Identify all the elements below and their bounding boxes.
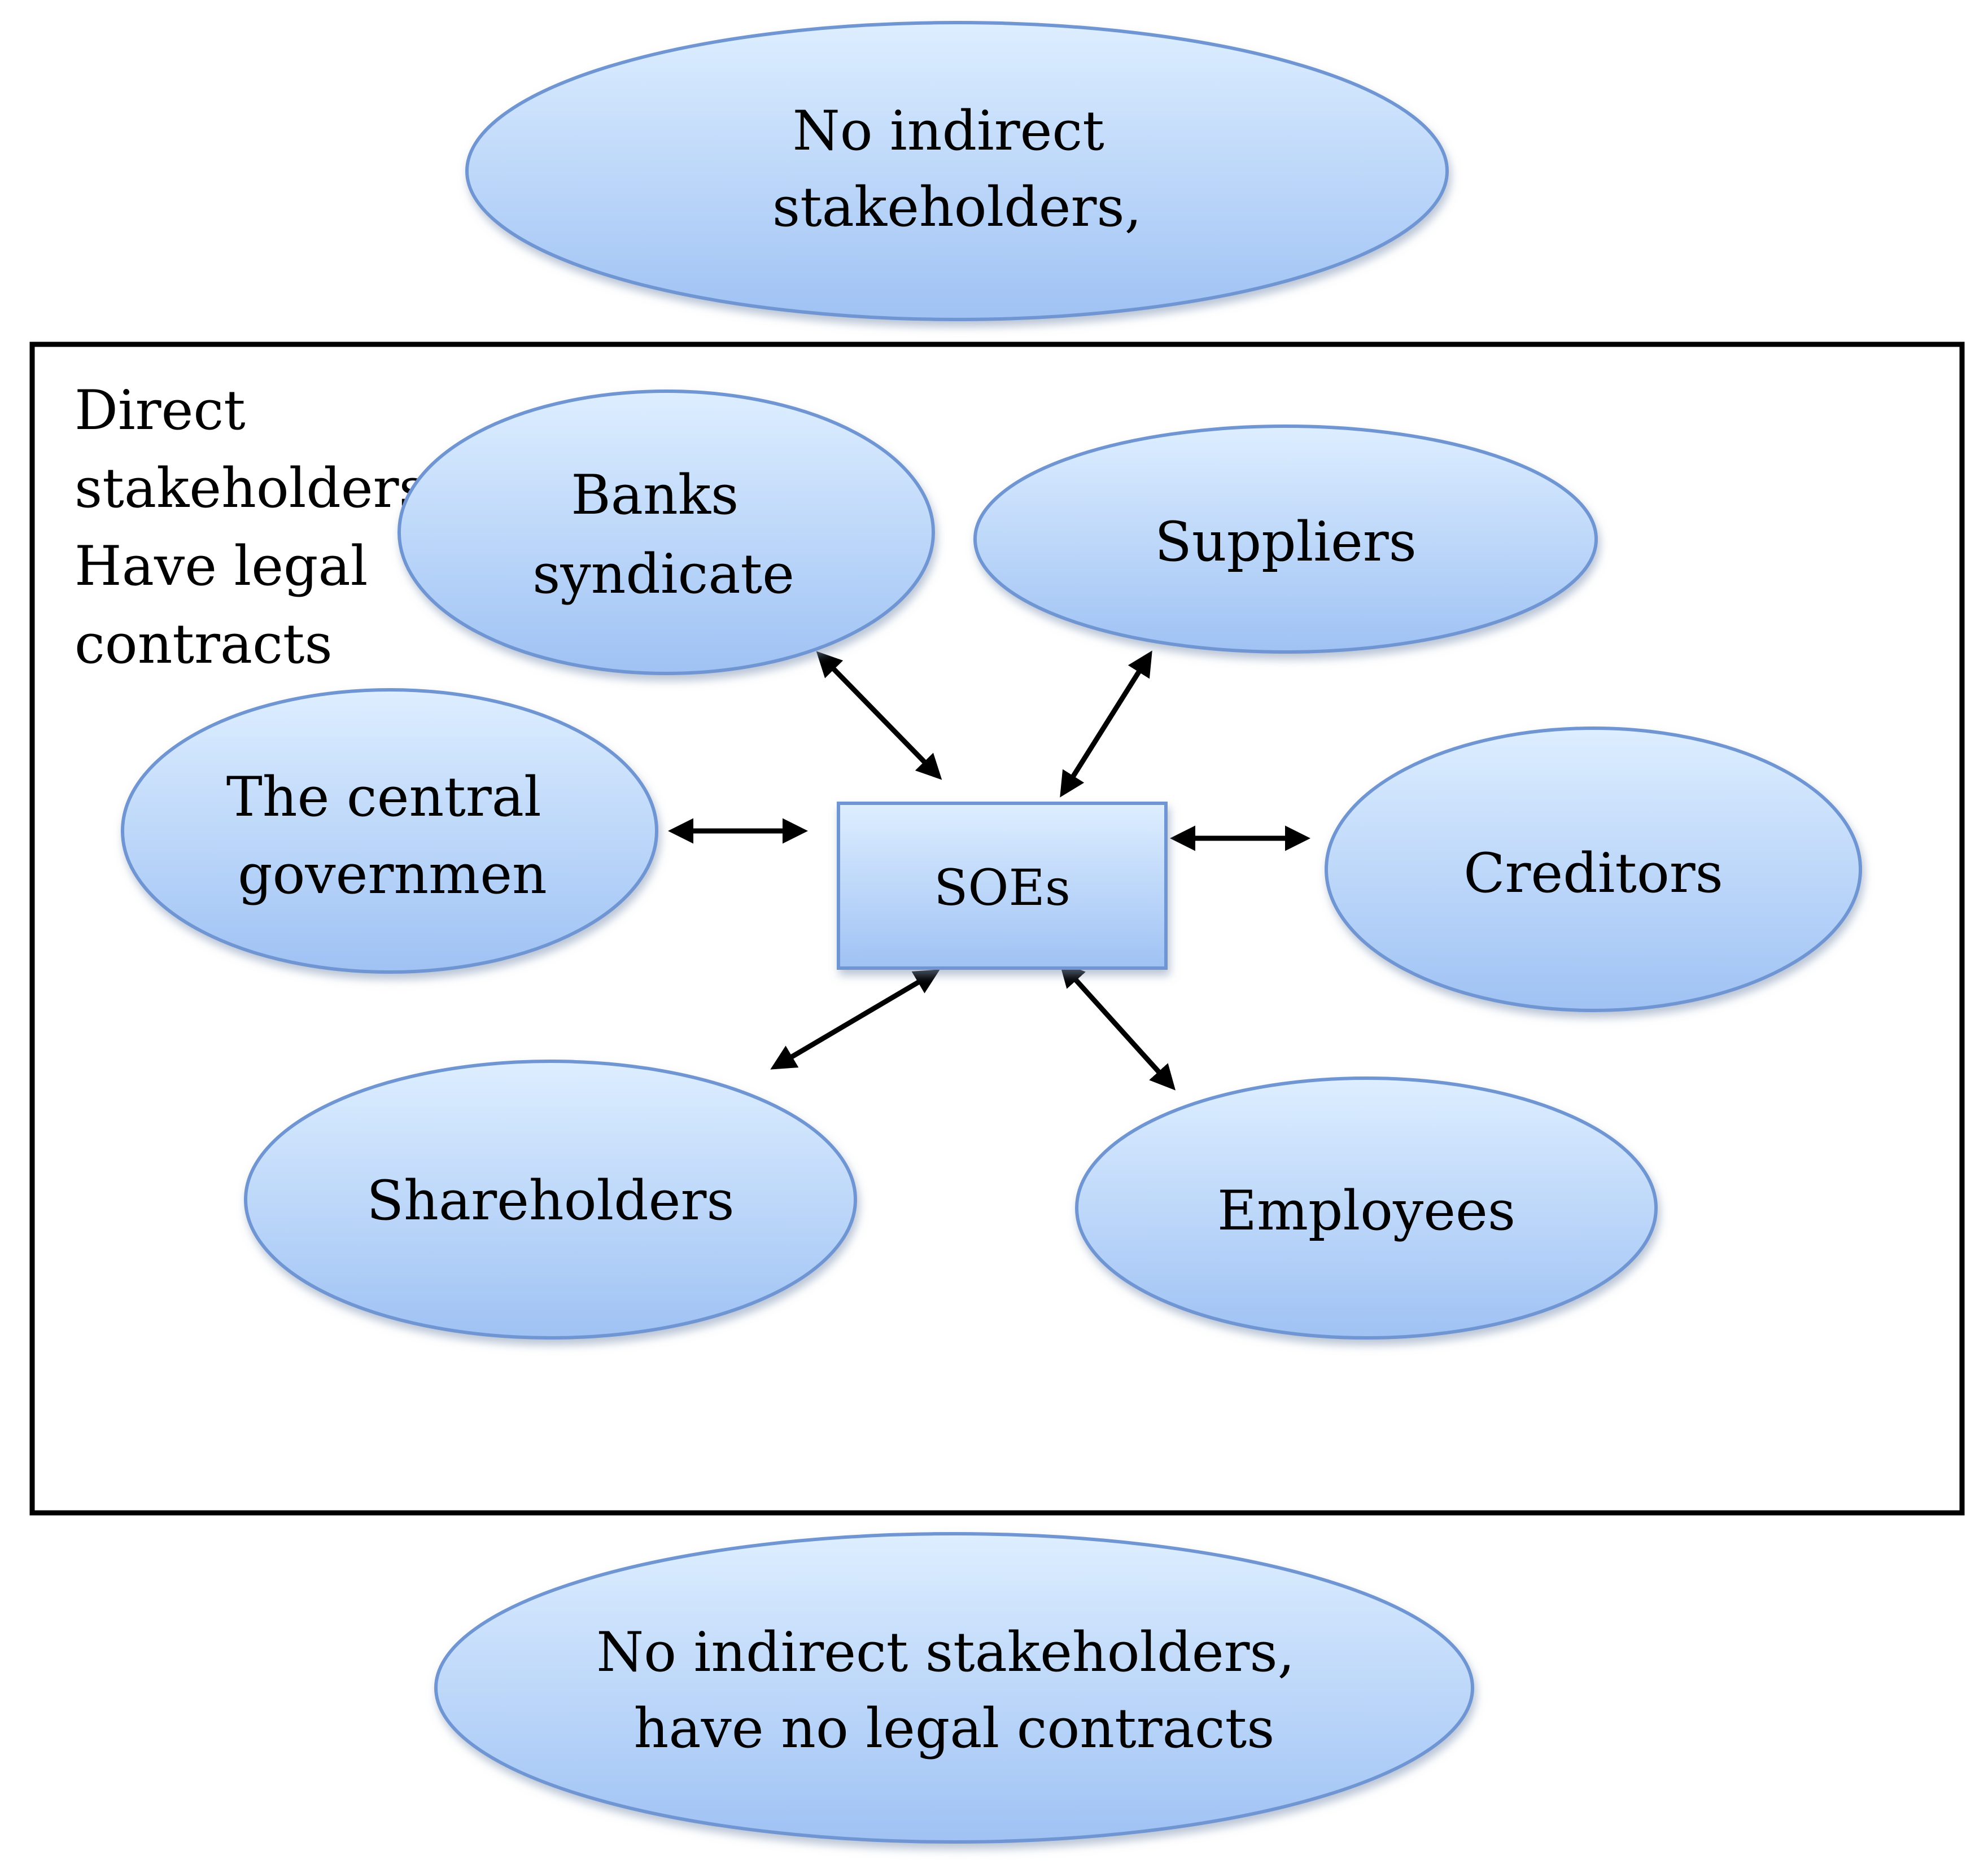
- svg-text:Creditors: Creditors: [1463, 842, 1723, 905]
- stakeholder-node-employees: Employees: [1075, 1076, 1658, 1340]
- indirect-bottom-line-2: have no legal contracts: [634, 1697, 1275, 1760]
- stakeholder-node-creditors: Creditors: [1325, 727, 1862, 1012]
- stakeholder-node-government: The central governmen: [121, 688, 658, 974]
- stakeholder-node-banks: Banks syndicate: [397, 390, 935, 675]
- direct-stakeholders-frame: [29, 342, 1965, 1516]
- indirect-top-line-2: stakeholders,: [772, 176, 1142, 239]
- svg-text:SOEs: SOEs: [934, 859, 1071, 917]
- indirect-bottom-line-1: No indirect stakeholders,: [596, 1621, 1295, 1684]
- svg-text:Banks syndicate: Banks syndicate: [532, 463, 794, 606]
- svg-text:Suppliers: Suppliers: [1155, 510, 1417, 574]
- arrow-employees: [1059, 961, 1176, 1091]
- stakeholder-node-suppliers: Suppliers: [973, 425, 1598, 654]
- soes-center-node: SOEs: [837, 802, 1168, 970]
- arrow-banks: [816, 651, 942, 780]
- stakeholder-node-shareholders: Shareholders: [244, 1060, 857, 1340]
- svg-text:Employees: Employees: [1217, 1179, 1515, 1242]
- arrow-suppliers: [1060, 650, 1152, 798]
- soes-label: SOEs: [934, 859, 1071, 917]
- indirect-stakeholders-top-node: No indirect stakeholders,: [465, 21, 1449, 321]
- relationship-arrows: [668, 650, 1310, 1091]
- direct-stakeholders-label: Direct stakeholders Have legal contracts: [75, 379, 444, 676]
- svg-text:No indirect stakeholders: No indirect stakeholders,: [772, 99, 1142, 239]
- arrow-shareholders: [770, 969, 940, 1070]
- indirect-top-line-1: No indirect: [793, 99, 1104, 163]
- svg-text:The central governmen: The central governmen: [226, 765, 559, 906]
- svg-text:Shareholders: Shareholders: [366, 1169, 734, 1232]
- svg-text:No indirect stakeholders,: No indirect stakeholders, have no legal …: [596, 1621, 1312, 1760]
- indirect-stakeholders-bottom-node: No indirect stakeholders, have no legal …: [434, 1532, 1474, 1844]
